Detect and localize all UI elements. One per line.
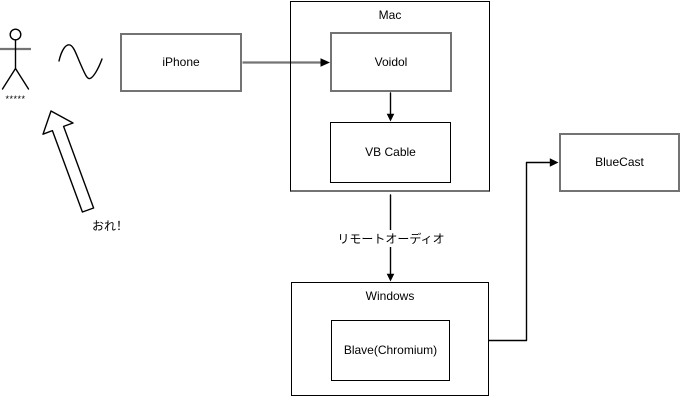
node-mac-container: Mac [290, 1, 490, 192]
annotation-me-label: おれ！ [92, 219, 129, 233]
node-mac-label: Mac [378, 8, 402, 22]
stick-figure-icon [0, 28, 31, 90]
sine-wave-icon [58, 44, 103, 80]
node-bluecast-label: BlueCast [595, 155, 644, 170]
edge-windows-to-bluecast [488, 158, 559, 342]
node-windows-container: Windows [291, 282, 489, 396]
node-voidol: Voidol [330, 32, 452, 92]
node-windows-label: Windows [365, 289, 415, 303]
node-bluecast: BlueCast [559, 133, 680, 192]
edge-iphone-to-voidol [242, 58, 330, 67]
person-name-label: ***** [5, 94, 26, 104]
node-blave-chromium: Blave(Chromium) [331, 320, 450, 381]
node-vb-cable-label: VB Cable [365, 145, 416, 160]
node-blave-label: Blave(Chromium) [343, 343, 438, 358]
node-iphone-label: iPhone [162, 55, 200, 70]
edge-label-remote-audio: リモートオーディオ [336, 230, 446, 247]
edge-voidol-to-vbcable [386, 92, 395, 122]
up-left-outline-arrow-icon [42, 110, 95, 213]
node-voidol-label: Voidol [374, 54, 408, 69]
node-vb-cable: VB Cable [330, 122, 451, 183]
node-iphone: iPhone [120, 33, 242, 92]
